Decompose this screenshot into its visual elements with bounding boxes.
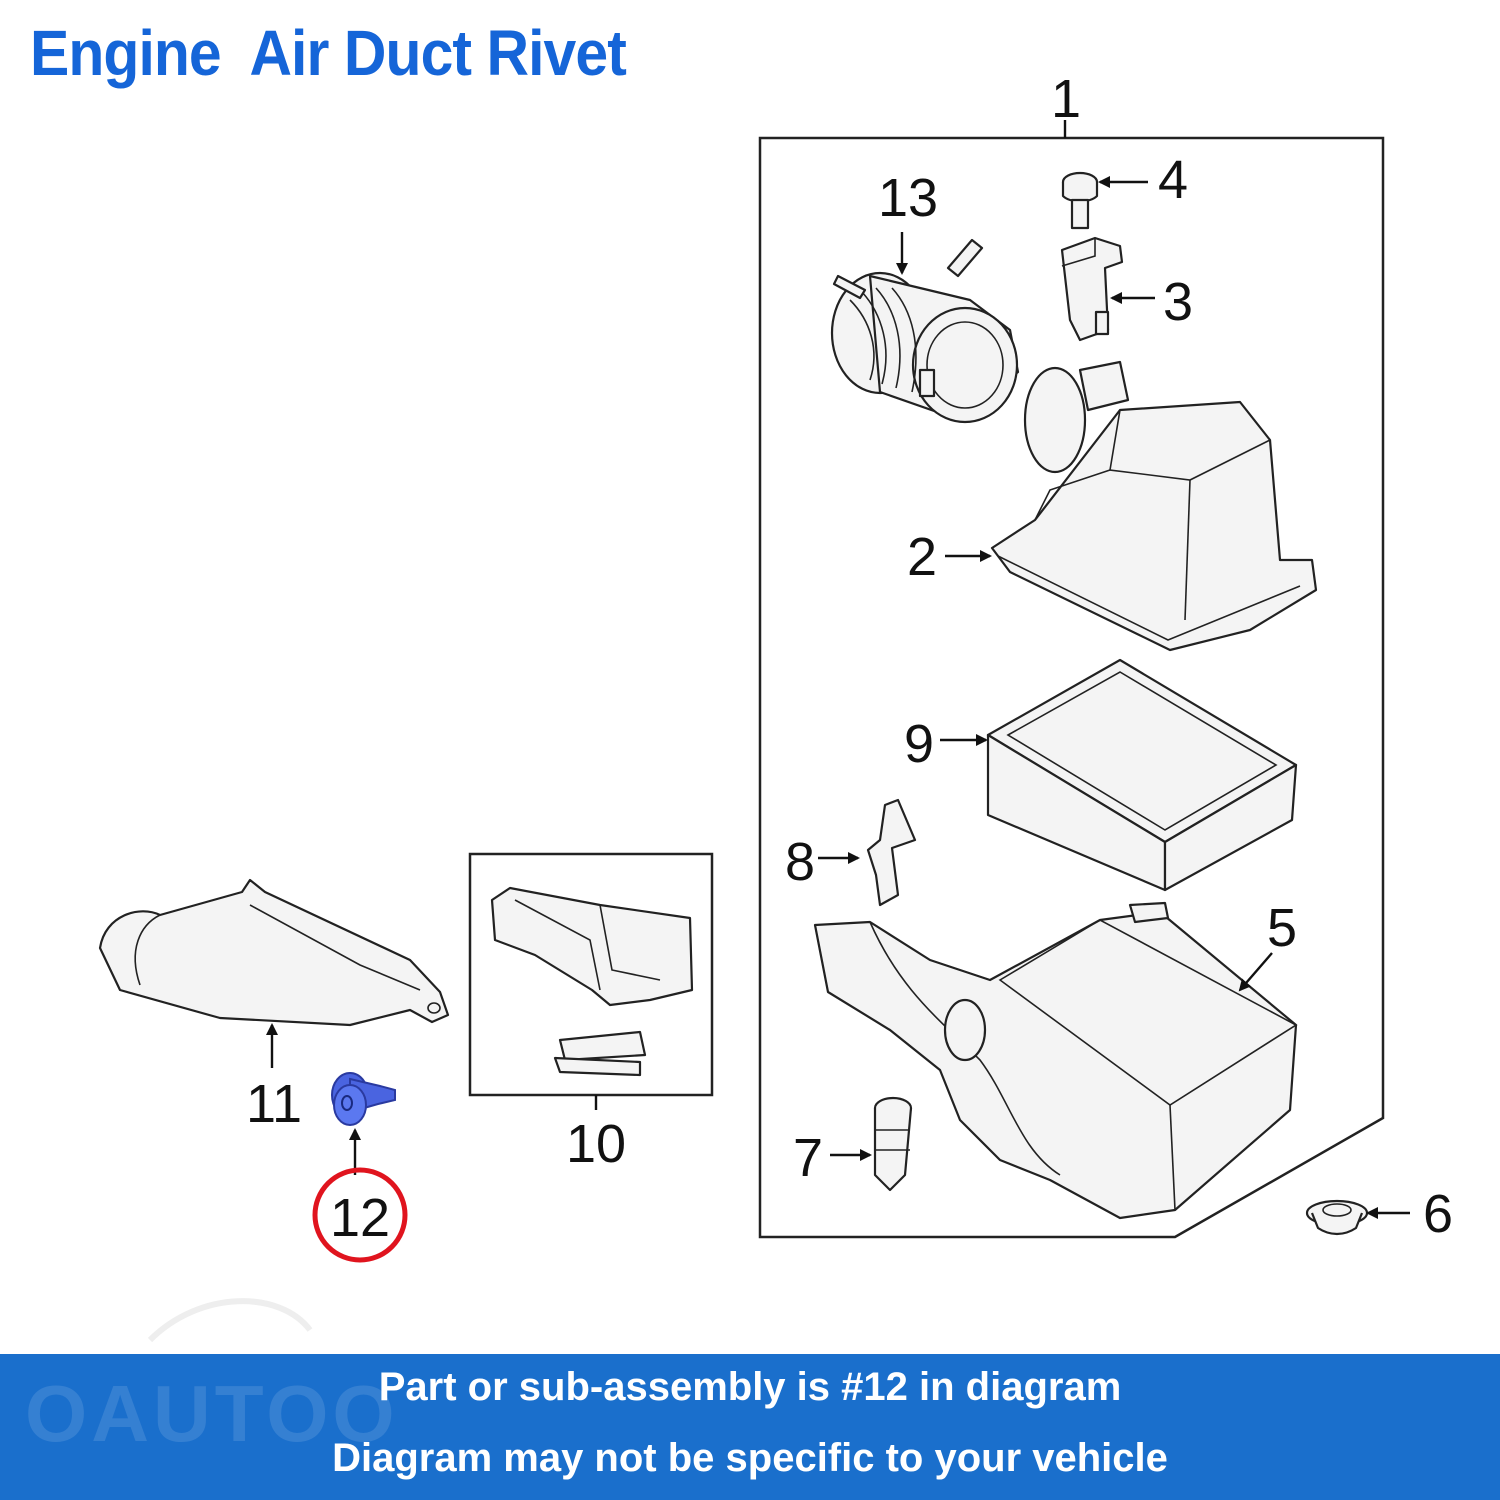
grommet-part [873,1096,913,1192]
callout-10: 10 [566,1114,626,1174]
banner-line-1: Part or sub-assembly is #12 in diagram [378,1365,1122,1409]
highlight-circle [312,1167,408,1263]
callout-8: 8 [785,832,815,892]
screw-part [1061,171,1099,230]
duct-part [490,886,694,1077]
watermark-logo: OAUTOO [25,1369,399,1458]
assembly-frame [758,120,1385,1239]
callout-3: 3 [1163,272,1193,332]
part-10-frame [468,852,714,1097]
leader-5 [1238,952,1273,992]
intake-hose-part [830,238,1020,424]
callout-7: 7 [793,1128,823,1188]
upper-housing-part [990,360,1318,652]
rivet-part [331,1072,396,1126]
watermark-swoosh [147,1298,313,1343]
callout-12: 12 [330,1188,390,1248]
callout-6: 6 [1423,1184,1453,1244]
sensor-part [1060,236,1124,342]
callout-1: 1 [1051,69,1081,129]
info-banner [0,1354,1500,1500]
callout-9: 9 [904,714,934,774]
callout-13: 13 [878,168,938,228]
banner-line-2: Diagram may not be specific to your vehi… [332,1436,1168,1480]
air-filter-part [986,658,1298,892]
inlet-duct-part [98,878,450,1027]
mount-part [1305,1199,1369,1236]
page-title: Engine Air Duct Rivet [30,17,627,89]
callout-2: 2 [907,527,937,587]
lower-housing-part [813,901,1298,1220]
callout-5: 5 [1267,898,1297,958]
clip-part [866,798,917,907]
callout-11: 11 [246,1074,302,1134]
callout-4: 4 [1158,150,1188,210]
